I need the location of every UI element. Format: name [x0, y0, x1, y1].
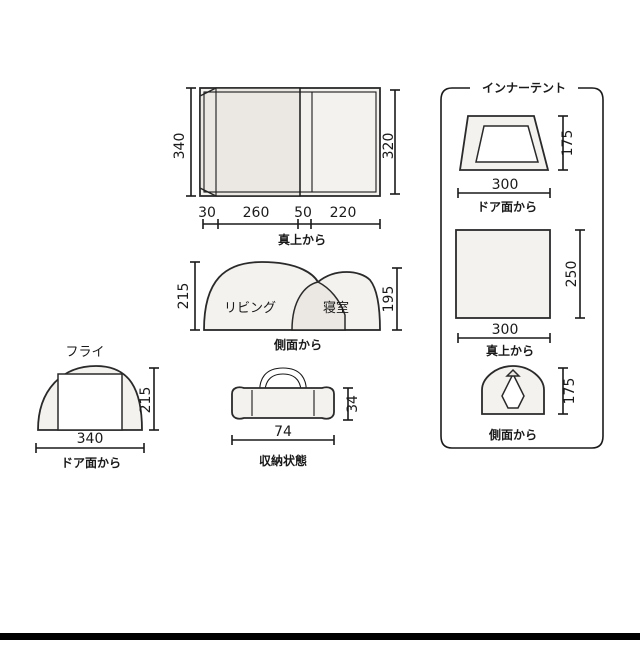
storage-width: 74 [274, 424, 292, 440]
top-view-inner-outline [203, 91, 377, 193]
inner-side-height: 175 [562, 378, 578, 405]
inner-side-caption: 側面から [488, 427, 537, 442]
top-view-caption: 真上から [278, 232, 326, 247]
top-view-width-0: 30 [198, 205, 216, 221]
side-view-height-right: 195 [381, 286, 397, 313]
inner-tent-panel: インナーテント 175 300 ドア面から 250 300 真上 [440, 81, 604, 449]
side-view-bedroom-label: 寝室 [323, 300, 349, 316]
top-view-width-2: 50 [294, 205, 312, 221]
storage-handle-inner [264, 373, 302, 397]
side-view-bedroom-section [291, 281, 346, 331]
inner-door-height: 175 [560, 130, 576, 157]
inner-side-view: 175 側面から [481, 365, 578, 442]
inner-top-floor [455, 229, 551, 319]
storage-height: 34 [345, 395, 361, 413]
top-view-width-1: 260 [243, 205, 270, 221]
bottom-bar [0, 633, 640, 640]
inner-door-width: 300 [492, 177, 519, 193]
top-view-width-3: 220 [330, 205, 357, 221]
storage-view: 34 74 収納状態 [231, 367, 361, 468]
inner-top-width: 300 [492, 322, 519, 338]
fly-height: 215 [138, 387, 154, 414]
side-view-height-left: 215 [176, 283, 192, 310]
top-view-height-right: 320 [381, 133, 397, 160]
storage-bag [231, 386, 335, 420]
inner-top-caption: 真上から [486, 343, 534, 358]
top-view-living-area [199, 87, 301, 197]
fly-title: フライ [65, 345, 104, 360]
side-view-caption: 側面から [273, 337, 322, 352]
storage-handle-outer [259, 367, 307, 397]
inner-tent-frame [440, 87, 604, 449]
inner-top-height: 250 [564, 261, 580, 288]
inner-side-panel [501, 372, 525, 409]
fly-view: フライ 215 340 ドア面から [35, 345, 159, 470]
fly-width: 340 [77, 431, 104, 447]
fly-caption: ドア面から [61, 456, 121, 470]
inner-door-caption: ドア面から [477, 200, 537, 214]
inner-side-vent [505, 368, 521, 377]
storage-caption: 収納状態 [259, 453, 307, 468]
inner-door-view: 175 300 ドア面から [457, 115, 576, 214]
fly-door [57, 373, 123, 431]
side-view-living-label: リビング [224, 301, 276, 316]
top-view-height-left: 340 [172, 133, 188, 160]
top-view: 340 320 30 260 50 220 真上から [172, 87, 400, 247]
side-view: リビング 寝室 215 195 側面から [176, 261, 402, 352]
inner-tent-title: インナーテント [482, 81, 566, 95]
inner-top-view: 250 300 真上から [455, 229, 585, 358]
inner-door-window [475, 125, 539, 163]
